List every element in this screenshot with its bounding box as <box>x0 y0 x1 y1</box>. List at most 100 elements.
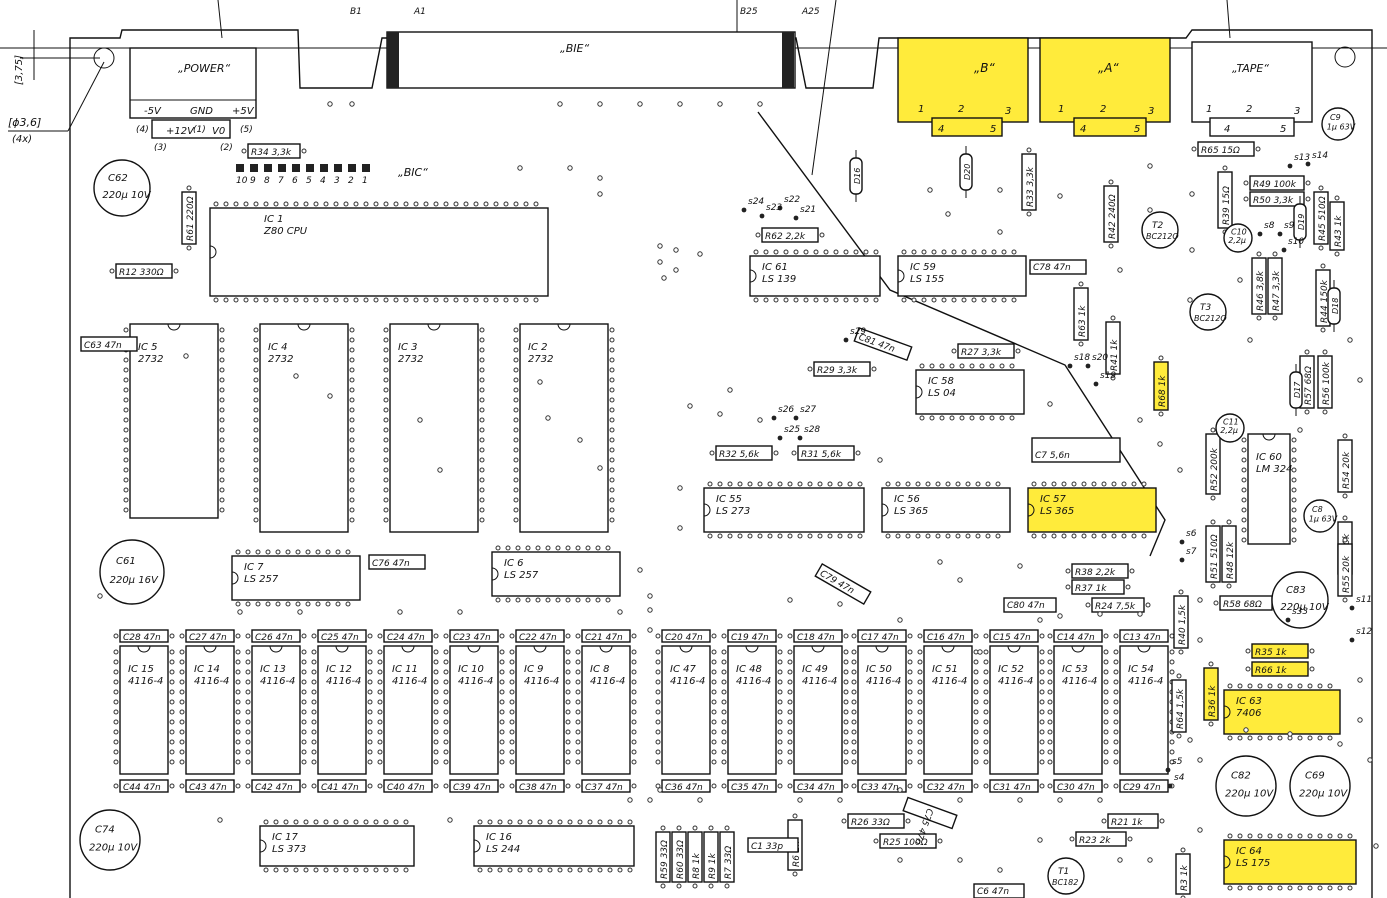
via <box>1117 857 1123 863</box>
bic-pin <box>320 164 328 172</box>
via <box>673 267 679 273</box>
pad-s26: s26 <box>771 405 794 421</box>
bic-pin <box>334 164 342 172</box>
bic-pin-label: 6 <box>292 176 298 186</box>
via <box>1057 193 1063 199</box>
svg-text:-5V: -5V <box>144 106 162 117</box>
via <box>797 797 803 803</box>
ic-type: 4116-4 <box>128 676 163 687</box>
capacitor-c80-47n: C80 47n <box>1003 597 1057 613</box>
pad-label: s25 <box>784 425 800 435</box>
resistor-label: R3 1k <box>1180 864 1190 891</box>
part-label: T3 <box>1200 303 1211 313</box>
svg-text:A1: A1 <box>413 7 426 17</box>
resistor-r42-240: R42 240Ω <box>1103 179 1119 249</box>
capacitor-c79-47n: C79 47n <box>814 562 872 606</box>
cap-c39-47n: C39 47n <box>443 779 505 793</box>
cap-label: C34 47n <box>797 783 835 793</box>
via <box>1097 611 1103 617</box>
bic-pin-label: 3 <box>334 176 340 186</box>
svg-text:2: 2 <box>1100 104 1106 115</box>
resistor-label: R57 68Ω <box>1304 366 1314 405</box>
resistor-r26-33: R26 33Ω <box>841 813 911 829</box>
resistor-label: R29 3,3k <box>817 366 858 376</box>
capacitor-label: C10 <box>1231 228 1247 237</box>
via <box>1177 467 1183 473</box>
dim-4x: (4x) <box>12 134 32 145</box>
resistor-r47-3-3k: R47 3,3k <box>1267 251 1283 321</box>
cap-c33-47n: C33 47n <box>851 779 913 793</box>
svg-text:2: 2 <box>1246 104 1252 115</box>
resistor-r21-1k: R21 1k <box>1101 813 1165 829</box>
via <box>545 415 551 421</box>
via <box>597 101 603 107</box>
pad-label: s33 <box>1292 607 1308 617</box>
ic-label: IC 61 <box>762 262 788 273</box>
pad-s12: s12 <box>1349 627 1372 643</box>
ic-type: 4116-4 <box>524 676 559 687</box>
ic-label: IC 54 <box>1128 664 1154 675</box>
resistor-label: R65 15Ω <box>1201 146 1240 156</box>
ic-label: IC 51 <box>932 664 958 675</box>
pad-s22: s22 <box>777 195 800 211</box>
resistor-label: R37 1k <box>1075 584 1107 594</box>
part-type: BC212O <box>1146 232 1179 241</box>
resistor-label: R63 1k <box>1078 305 1088 337</box>
cap-label: C44 47n <box>123 783 161 793</box>
via <box>677 525 683 531</box>
svg-text:3: 3 <box>1148 106 1154 117</box>
via <box>897 617 903 623</box>
ic-type: 4116-4 <box>866 676 901 687</box>
capacitor-c7-5-6n: C7 5,6n <box>1031 437 1121 463</box>
via <box>757 417 763 423</box>
via <box>183 353 189 359</box>
cap-c38-47n: C38 47n <box>509 779 571 793</box>
resistor-label: R25 100Ω <box>883 838 928 848</box>
via <box>677 485 683 491</box>
capacitor-label: C83 <box>1286 585 1306 596</box>
resistor-label: R38 2,2k <box>1075 568 1116 578</box>
svg-text:4: 4 <box>1080 124 1086 135</box>
ic-label: IC 64 <box>1236 846 1262 857</box>
resistor-label: R23 2k <box>1079 836 1111 846</box>
via <box>657 787 663 793</box>
cap-c14-47n: C14 47n <box>1047 629 1109 643</box>
cap-label: C40 47n <box>387 783 425 793</box>
resistor-label: R41 1k <box>1110 339 1120 371</box>
cap-c16-47n: C16 47n <box>917 629 979 643</box>
ic-label: IC 3 <box>398 342 417 353</box>
via <box>945 211 951 217</box>
via <box>1187 297 1193 303</box>
cap-c21-47n: C21 47n <box>575 629 637 643</box>
ic-label: IC 49 <box>802 664 828 675</box>
via <box>1147 163 1153 169</box>
pad-label: s19 <box>1100 371 1116 381</box>
via <box>661 275 667 281</box>
resistor-r8-1k: R8 1k <box>687 825 703 889</box>
ic-type: 4116-4 <box>998 676 1033 687</box>
svg-text:B1: B1 <box>350 7 362 17</box>
cap-label: C27 47n <box>189 633 227 643</box>
ic-label: IC 50 <box>866 664 892 675</box>
resistor-label: R35 1k <box>1255 648 1287 658</box>
ic-label: IC 2 <box>528 342 547 353</box>
resistor-label: R31 5,6k <box>801 450 842 460</box>
via <box>1367 757 1373 763</box>
ic-label: IC 48 <box>736 664 762 675</box>
capacitor-label: C74 <box>95 825 115 836</box>
ic-type: LS 373 <box>272 844 306 855</box>
ic-type: LS 155 <box>910 274 944 285</box>
capacitor-value: 220µ 10V <box>1299 789 1348 800</box>
ic-type: 4116-4 <box>802 676 837 687</box>
